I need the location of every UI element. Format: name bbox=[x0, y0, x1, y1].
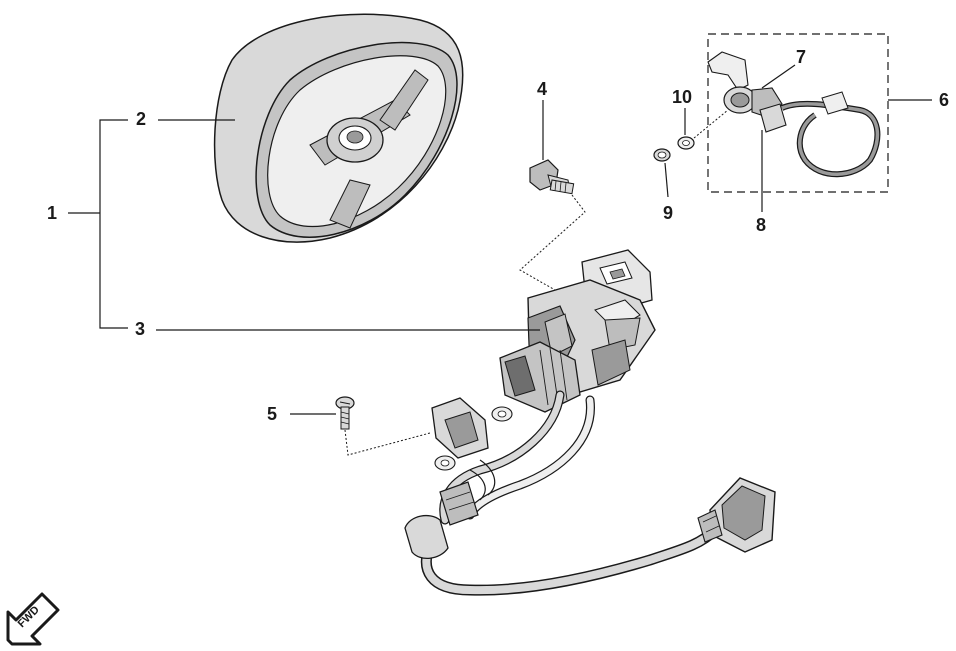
callout-6: 6 bbox=[939, 90, 950, 110]
callout-8: 8 bbox=[756, 215, 767, 235]
stator-assembly bbox=[499, 249, 656, 413]
leader-lines bbox=[68, 64, 932, 415]
pan-head-screw bbox=[335, 396, 355, 430]
fwd-arrow-icon: FWD bbox=[6, 592, 60, 646]
bolt-alignment-line bbox=[519, 194, 586, 291]
circlip bbox=[653, 148, 671, 162]
callout-9: 9 bbox=[663, 203, 674, 223]
callout-3: 3 bbox=[135, 319, 146, 339]
wire-harness bbox=[404, 390, 776, 596]
callout-4: 4 bbox=[537, 79, 548, 99]
switch-alignment-line bbox=[693, 109, 729, 139]
callout-2: 2 bbox=[136, 109, 147, 129]
flywheel-rotor bbox=[213, 13, 464, 243]
neutral-switch-assembly bbox=[707, 51, 881, 178]
washer bbox=[677, 136, 695, 150]
flange-bolt bbox=[529, 159, 575, 195]
callout-5: 5 bbox=[267, 404, 278, 424]
callout-7: 7 bbox=[796, 47, 807, 67]
callout-1: 1 bbox=[47, 203, 58, 223]
callout-10: 10 bbox=[672, 87, 693, 107]
screw-alignment-line bbox=[344, 429, 431, 456]
